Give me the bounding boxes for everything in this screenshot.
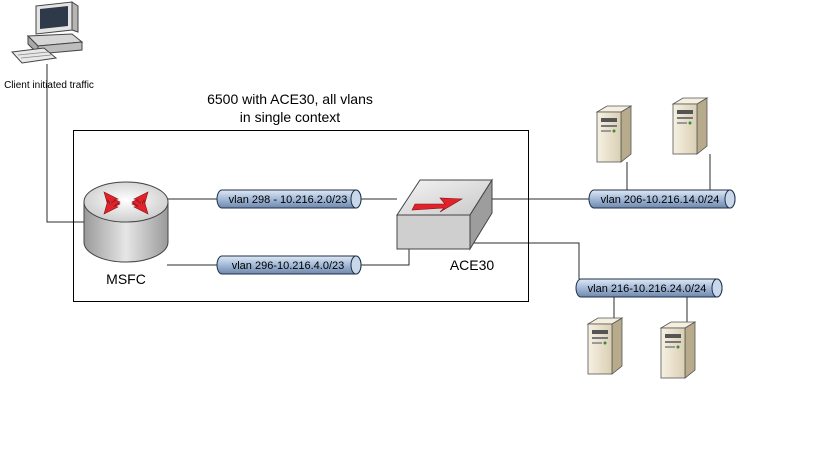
chassis-title-line1: 6500 with ACE30, all vlans <box>207 91 373 107</box>
vlan-296-label: vlan 296-10.216.4.0/23 <box>232 260 345 272</box>
ace-module-icon <box>396 178 493 251</box>
vlan-216-label: vlan 216-10.216.24.0/24 <box>588 283 707 295</box>
chassis-box <box>73 130 529 302</box>
server-icon-2 <box>672 97 708 155</box>
client-link-line <box>46 64 92 223</box>
vlan296-ace-line <box>361 249 410 266</box>
ace-vlan216-line <box>465 242 580 279</box>
vlan-296-pipe: vlan 296-10.216.4.0/23 <box>216 255 362 275</box>
msfc-label: MSFC <box>106 271 146 287</box>
server-icon-4 <box>660 321 696 379</box>
ace-label: ACE30 <box>450 257 495 273</box>
vlan-206-label: vlan 206-10.216.14.0/24 <box>601 194 720 206</box>
chassis-title-line2: in single context <box>240 109 341 125</box>
vlan-216-pipe: vlan 216-10.216.24.0/24 <box>575 278 723 298</box>
client-label: Client initiated traffic <box>4 80 94 91</box>
vlan-298-pipe: vlan 298 - 10.216.2.0/23 <box>216 189 362 209</box>
vlan-298-label: vlan 298 - 10.216.2.0/23 <box>229 194 348 206</box>
server-icon-1 <box>596 105 632 163</box>
client-pc-icon <box>10 1 84 64</box>
server-icon-3 <box>587 317 623 375</box>
vlan-206-pipe: vlan 206-10.216.14.0/24 <box>588 189 736 209</box>
router-icon <box>83 181 169 263</box>
